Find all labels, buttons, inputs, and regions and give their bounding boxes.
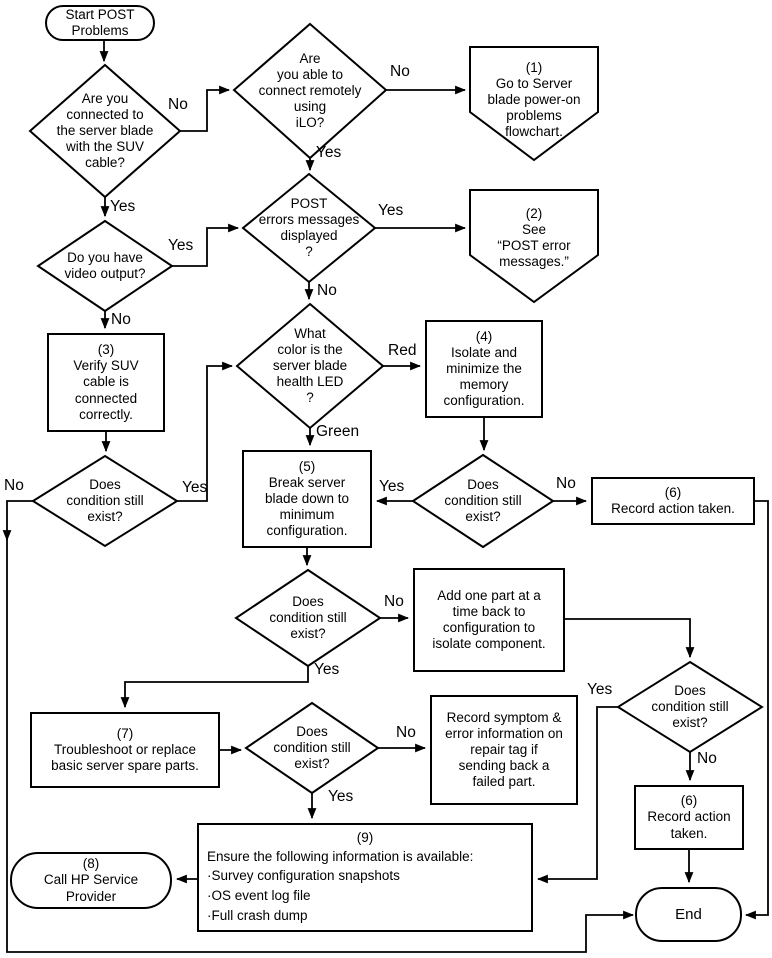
decision-health-led-shape	[235, 302, 385, 430]
offpage-connector-1-power-on-flowchart: (1) Go to Server blade power-on problems…	[487, 59, 581, 140]
edge-label-yes: Yes	[379, 478, 405, 495]
edge-label-no: No	[396, 724, 416, 741]
decision-condition-after-add-shape	[234, 568, 382, 668]
call-hp-service-terminator: (8) Call HP Service Provider	[10, 852, 172, 909]
decision-suv-connected: Are you connected to the server blade wi…	[56, 90, 154, 171]
decision-ilo-remote-shape	[232, 22, 388, 160]
decision-condition-after-add: Does condition still exist?	[269, 593, 347, 642]
decision-video-output: Do you have video output?	[64, 249, 146, 281]
edge-label-no: No	[4, 477, 24, 494]
decision-condition-mid: Does condition still exist?	[444, 476, 522, 525]
decision-condition-after-troubleshoot: Does condition still exist?	[273, 723, 351, 772]
step-6b-record-action-taken: (6) Record action taken.	[634, 785, 744, 850]
edge-label-yes: Yes	[328, 788, 354, 805]
decision-health-led-color: What color is the server blade health LE…	[272, 325, 348, 406]
offpage-connector-2-shape	[469, 189, 599, 304]
edge-label-green: Green	[316, 423, 360, 440]
end-terminator: End	[635, 887, 742, 942]
step-add-one-part: Add one part at a time back to configura…	[413, 568, 565, 672]
decision-post-errors-shape	[241, 172, 377, 284]
start-terminator: Start POST Problems	[45, 5, 155, 41]
edge-label-no: No	[111, 311, 131, 328]
edge-label-red: Red	[388, 342, 417, 359]
decision-condition-right-shape	[616, 660, 764, 754]
decision-ilo-remote: Are you able to connect remotely using i…	[258, 50, 362, 131]
decision-video-output-shape	[36, 219, 174, 313]
step-5-break-down-blade: (5) Break server blade down to minimum c…	[242, 450, 372, 548]
connector-lines	[2, 39, 769, 953]
edge-label-no: No	[168, 96, 188, 113]
offpage-connector-1-shape	[469, 46, 599, 162]
edge-label-yes: Yes	[182, 479, 208, 496]
edge-label-yes: Yes	[168, 237, 194, 254]
step-6-record-action-taken: (6) Record action taken.	[591, 477, 755, 525]
offpage-connector-2-post-error-messages: (2) See “POST error messages.”	[497, 205, 571, 270]
edge-label-yes: Yes	[378, 202, 404, 219]
edge-label-yes: Yes	[587, 681, 613, 698]
edge-label-no: No	[556, 475, 576, 492]
edge-label-yes: Yes	[314, 661, 340, 678]
step-7-troubleshoot-spare-parts: (7) Troubleshoot or replace basic server…	[30, 712, 220, 788]
step-9-number: (9)	[356, 830, 374, 845]
decision-condition-left: Does condition still exist?	[66, 476, 144, 525]
edge-label-no: No	[317, 282, 337, 299]
edge-label-no: No	[384, 593, 404, 610]
decision-suv-connected-shape	[28, 63, 182, 199]
decision-condition-left-shape	[31, 454, 179, 548]
decision-post-errors: POST errors messages displayed ?	[258, 195, 360, 260]
edge-label-yes: Yes	[316, 144, 342, 161]
decision-condition-right: Does condition still exist?	[651, 682, 729, 731]
step-3-verify-suv-cable: (3) Verify SUV cable is connected correc…	[47, 333, 165, 432]
step-9-checklist: Ensure the following information is avai…	[207, 848, 474, 923]
edge-label-no: No	[697, 750, 717, 767]
edge-label-yes: Yes	[110, 198, 136, 215]
step-4-isolate-memory: (4) Isolate and minimize the memory conf…	[425, 320, 543, 418]
step-record-symptom: Record symptom & error information on re…	[430, 695, 578, 805]
edge-label-no: No	[390, 63, 410, 80]
decision-condition-mid-shape	[411, 453, 555, 549]
decision-condition-after-troubleshoot-shape	[244, 701, 380, 795]
step-9-ensure-information: (9) Ensure the following information is …	[197, 823, 533, 932]
